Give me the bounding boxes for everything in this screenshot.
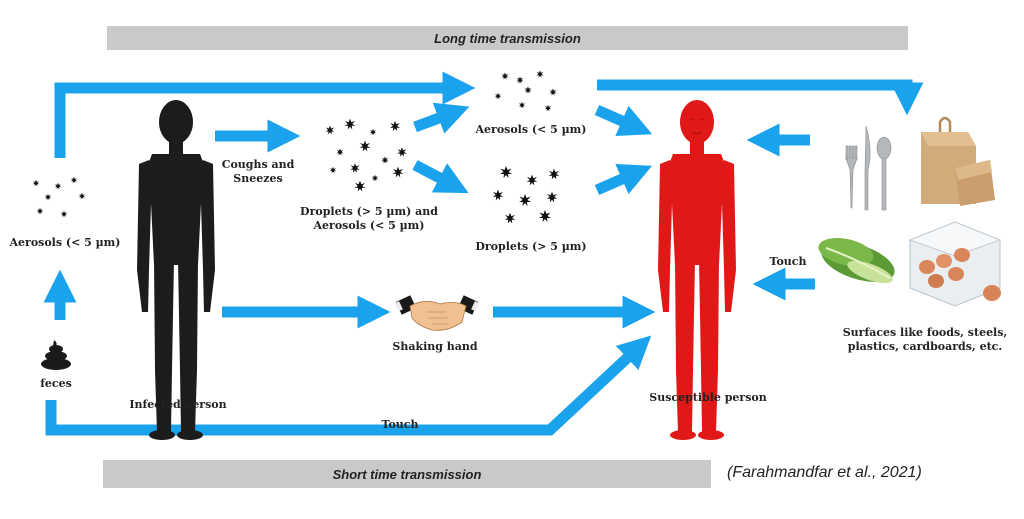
citation: (Farahmandfar et al., 2021): [727, 464, 922, 481]
aerosols-left-label: Aerosols (< 5 µm): [9, 236, 121, 249]
short-time-transmission-banner: Short time transmission: [103, 460, 711, 488]
arrow-aerosols-to-susceptible: [594, 104, 653, 137]
handshake-icon: [394, 295, 480, 331]
paper-bag-icon: [921, 116, 995, 206]
arrow-feces-down-to-touch: [45, 335, 652, 436]
infected-person-label: Infected person: [129, 398, 227, 411]
coughs-label-line2: Sneezes: [233, 172, 283, 185]
surfaces-label: Surfaces like foods, steels, plastics, c…: [836, 326, 1014, 354]
droplets-mixed-line1: Droplets (> 5 µm) and: [300, 205, 438, 218]
surfaces-line1: Surfaces like foods, steels,: [842, 326, 1008, 339]
surfaces-line2: plastics, cardboards, etc.: [847, 340, 1003, 353]
coughs-sneezes-label: Coughs and Sneezes: [208, 158, 308, 186]
droplets-right-label: Droplets (> 5 µm): [475, 240, 587, 253]
arrow-to-aerosols-top: [413, 102, 470, 134]
arrow-aerosols-to-top: [54, 71, 476, 158]
touch-bottom-label: Touch: [381, 418, 419, 431]
susceptible-person-label: Susceptible person: [649, 391, 767, 404]
touch-right-label: Touch: [769, 255, 807, 268]
feces-icon: [41, 340, 71, 370]
aerosols-top-label: Aerosols (< 5 µm): [475, 123, 587, 136]
droplets-aerosols-label: Droplets (> 5 µm) and Aerosols (< 5 µm): [294, 205, 444, 233]
cutlery-icon: [845, 125, 892, 211]
arrow-top-to-surfaces: [597, 79, 924, 116]
susceptible-person-figure: [658, 100, 736, 440]
feces-label: feces: [40, 377, 72, 390]
lettuce-icon: [818, 238, 895, 284]
long-time-transmission-banner: Long time transmission: [107, 26, 908, 50]
droplets-mixed-line2: Aerosols (< 5 µm): [313, 219, 425, 232]
droplets-right-particles: [492, 166, 560, 224]
arrow-droplets-to-susceptible: [594, 163, 653, 196]
egg-carton-icon: [908, 221, 1002, 307]
aerosols-top-particles: [494, 70, 557, 112]
shaking-hand-label: Shaking hand: [392, 340, 478, 353]
aerosols-left-particles: [32, 176, 86, 218]
arrow-to-droplets: [412, 160, 469, 194]
coughs-label-line1: Coughs and: [221, 158, 295, 171]
infected-person-figure: [137, 100, 215, 440]
droplets-aerosols-particles: [325, 118, 407, 192]
